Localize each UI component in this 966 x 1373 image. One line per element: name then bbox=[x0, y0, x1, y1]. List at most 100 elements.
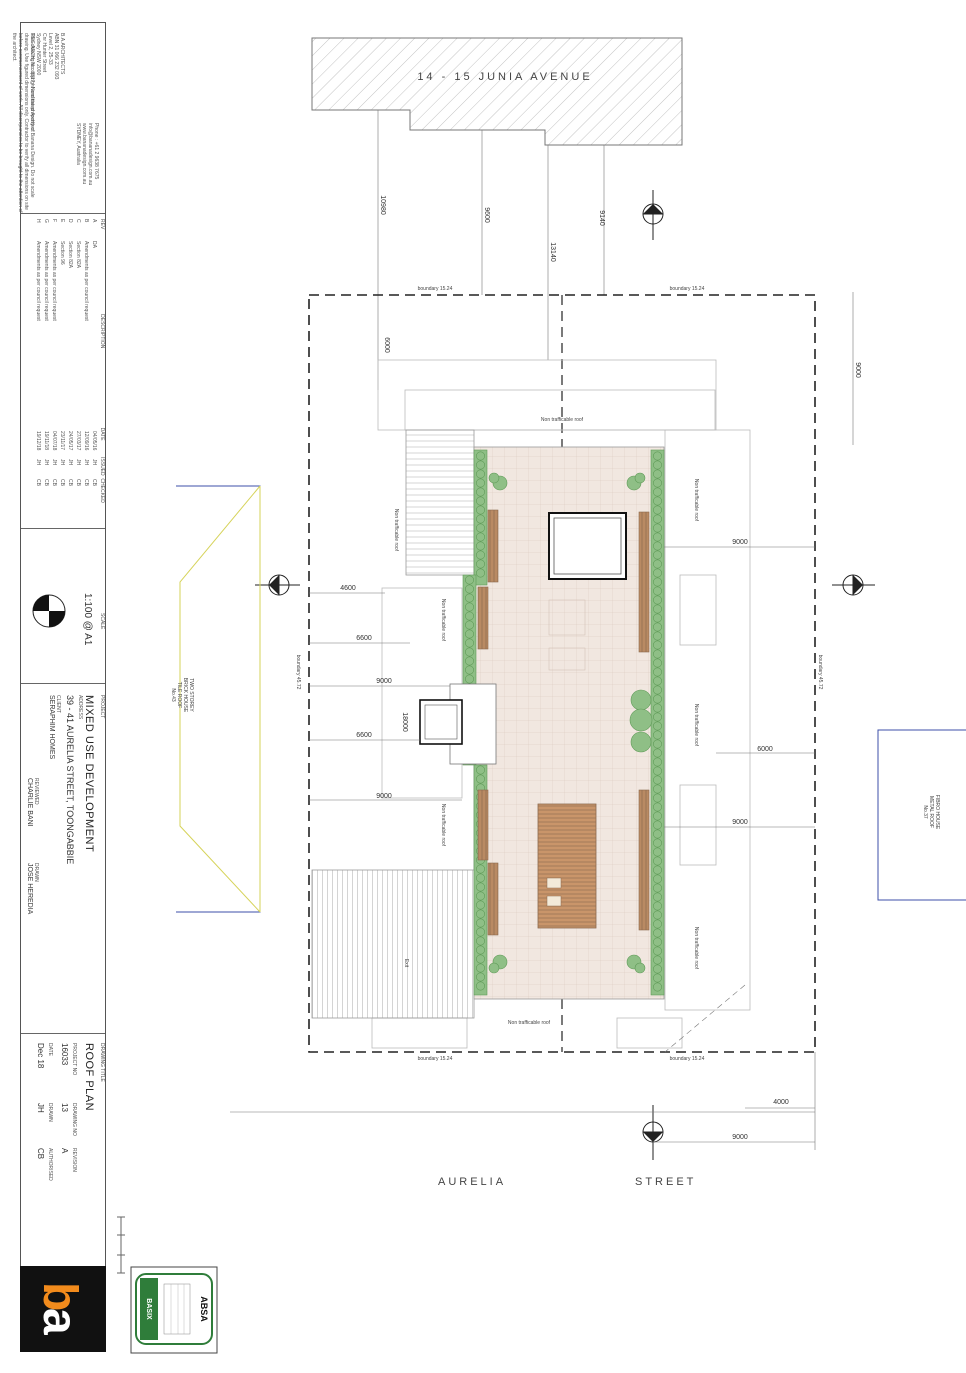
shrub bbox=[652, 946, 662, 956]
shrub bbox=[464, 665, 474, 675]
shrub bbox=[652, 595, 662, 605]
shrub bbox=[652, 460, 662, 470]
bench bbox=[487, 509, 499, 583]
neighbour-left-line1: TWO STOREY bbox=[188, 678, 194, 712]
shrub bbox=[464, 656, 474, 666]
title-block: B.A.ARCHITECTS ABN 31 066 232 093 Level … bbox=[11, 22, 106, 1352]
boundary-top-right: boundary 15.24 bbox=[670, 286, 705, 292]
shrub bbox=[475, 936, 485, 946]
shrub bbox=[652, 514, 662, 524]
boundary-bottom-left: boundary 15.24 bbox=[418, 1056, 453, 1062]
shrub bbox=[652, 577, 662, 587]
shrub bbox=[652, 586, 662, 596]
neighbour-left-line3: TILE ROOF bbox=[176, 682, 182, 708]
shrub bbox=[464, 620, 474, 630]
shrub bbox=[475, 918, 485, 928]
shrub bbox=[464, 674, 474, 684]
shrub bbox=[475, 532, 485, 542]
shrub bbox=[475, 487, 485, 497]
left-dimension-lines bbox=[309, 592, 462, 801]
shrub bbox=[475, 882, 485, 892]
timber-deck bbox=[537, 803, 597, 929]
shrub bbox=[652, 928, 662, 938]
shrub bbox=[652, 667, 662, 677]
shrub bbox=[652, 487, 662, 497]
dim-right-2: 9000 bbox=[732, 819, 748, 826]
bench bbox=[638, 511, 650, 653]
shrub bbox=[652, 892, 662, 902]
shrub bbox=[652, 523, 662, 533]
section-marker-icon bbox=[642, 190, 664, 240]
street-name-right: STREET bbox=[635, 1176, 697, 1188]
neighbour-address: 14 - 15 JUNIA AVENUE bbox=[417, 71, 592, 83]
boundary-bottom-right: boundary 15.24 bbox=[670, 1056, 705, 1062]
shrub bbox=[475, 900, 485, 910]
shrub bbox=[475, 550, 485, 560]
shrub bbox=[652, 847, 662, 857]
shrub bbox=[652, 910, 662, 920]
section-marker-icon bbox=[642, 1105, 664, 1160]
shrub bbox=[475, 460, 485, 470]
shrub bbox=[652, 451, 662, 461]
dim-left-4: 9000 bbox=[376, 793, 392, 800]
boundary-top-left: boundary 15.24 bbox=[418, 286, 453, 292]
shrub bbox=[475, 451, 485, 461]
shrub bbox=[652, 730, 662, 740]
shrub bbox=[652, 631, 662, 641]
shrub bbox=[652, 955, 662, 965]
shrub bbox=[475, 945, 485, 955]
shrub bbox=[475, 568, 485, 578]
dim-bottom-4000: 4000 bbox=[773, 1099, 789, 1106]
shrub bbox=[475, 873, 485, 883]
shrub bbox=[464, 584, 474, 594]
shrub bbox=[652, 739, 662, 749]
shrub bbox=[475, 496, 485, 506]
shrub bbox=[475, 514, 485, 524]
shrub bbox=[475, 541, 485, 551]
exit-label: Exit bbox=[403, 959, 409, 968]
shrub bbox=[475, 972, 485, 982]
shrub bbox=[652, 874, 662, 884]
shrub bbox=[652, 856, 662, 866]
shrub bbox=[652, 676, 662, 686]
shrub bbox=[475, 891, 485, 901]
shrub bbox=[652, 811, 662, 821]
shrub bbox=[475, 981, 485, 991]
dim-center: 18000 bbox=[401, 712, 408, 732]
neighbour-building-right: FIBRO HOUSE METAL ROOF No.37 bbox=[877, 729, 966, 901]
shrub bbox=[652, 757, 662, 767]
shrub bbox=[475, 774, 485, 784]
non-trafficable-roof-left-2: Non trafficable roof bbox=[440, 599, 446, 642]
shrub bbox=[464, 647, 474, 657]
scale-bar bbox=[117, 1216, 125, 1274]
shrub bbox=[475, 954, 485, 964]
neighbour-left-line4: No.43 bbox=[170, 688, 176, 702]
neighbour-right-line1: FIBRO HOUSE bbox=[934, 795, 940, 830]
shrub bbox=[475, 963, 485, 973]
shrub bbox=[652, 820, 662, 830]
shrub-cluster bbox=[488, 472, 653, 974]
roof-area-left-bottom bbox=[311, 869, 475, 1019]
shrub bbox=[652, 721, 662, 731]
shrub bbox=[475, 864, 485, 874]
shrub bbox=[652, 649, 662, 659]
shrub bbox=[475, 505, 485, 515]
shrub bbox=[652, 937, 662, 947]
non-trafficable-roof-bottom: Non trafficable roof bbox=[508, 1020, 551, 1026]
shrub bbox=[652, 973, 662, 983]
shrub bbox=[652, 694, 662, 704]
shrub bbox=[652, 784, 662, 794]
shrub bbox=[652, 919, 662, 929]
shrub bbox=[652, 838, 662, 848]
dim-right-top: 9000 bbox=[854, 362, 861, 378]
shrub bbox=[475, 559, 485, 569]
dim-bottom-9000: 9000 bbox=[732, 1134, 748, 1141]
shrub bbox=[652, 568, 662, 578]
dim-top-1: 9600 bbox=[483, 207, 490, 223]
shrub bbox=[652, 802, 662, 812]
boundary-left: boundary 45.72 bbox=[295, 655, 301, 690]
basix-certificate: BASIX ABSA bbox=[130, 1266, 218, 1354]
shrub bbox=[652, 865, 662, 875]
dim-top-3: 9140 bbox=[598, 210, 605, 226]
